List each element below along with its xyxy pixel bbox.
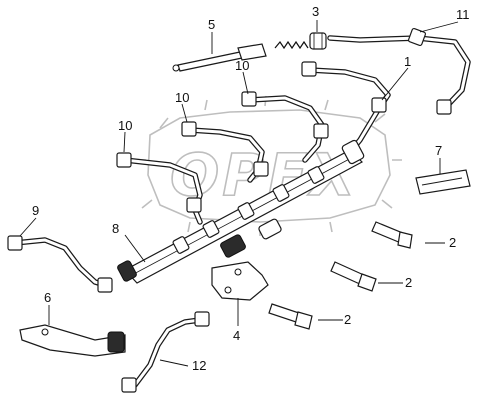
callout-labels: 1 2 2 2 3 4 5 6 7 8 9 10 10 10 11 12: [32, 4, 470, 373]
pipe-9: [7, 235, 113, 293]
callout-9: 9: [32, 203, 39, 218]
callout-7: 7: [435, 143, 442, 158]
bolt-middle: [330, 261, 377, 292]
pipe-1: [301, 61, 391, 155]
bolt-lower: [268, 303, 313, 330]
callout-10-middle: 10: [175, 90, 189, 105]
callout-1: 1: [404, 54, 411, 69]
callout-10-upper: 10: [235, 58, 249, 73]
callout-5: 5: [208, 17, 215, 32]
callout-8: 8: [112, 221, 119, 236]
callout-2-upper: 2: [449, 235, 456, 250]
spring: [274, 40, 309, 50]
common-rail: [117, 139, 365, 284]
pipe-10-middle: [181, 121, 269, 183]
bolt-upper: [371, 221, 413, 249]
callout-2-middle: 2: [405, 275, 412, 290]
pipe-11: [327, 27, 471, 115]
rail-bracket: [211, 261, 269, 301]
pipe-bracket: [19, 324, 126, 357]
leader-lines: [19, 20, 459, 367]
pipe-10-upper: [241, 91, 329, 163]
callout-3: 3: [312, 4, 319, 19]
callout-12: 12: [192, 358, 206, 373]
pipe-10-left: [116, 152, 203, 225]
callout-4: 4: [233, 328, 240, 343]
callout-2-lower: 2: [344, 312, 351, 327]
label-plate: [415, 169, 471, 195]
nut: [309, 32, 327, 50]
injector: [172, 43, 267, 72]
callout-6: 6: [44, 290, 51, 305]
pipe-12: [121, 311, 210, 393]
callout-10-left: 10: [118, 118, 132, 133]
callout-11: 11: [456, 7, 470, 22]
